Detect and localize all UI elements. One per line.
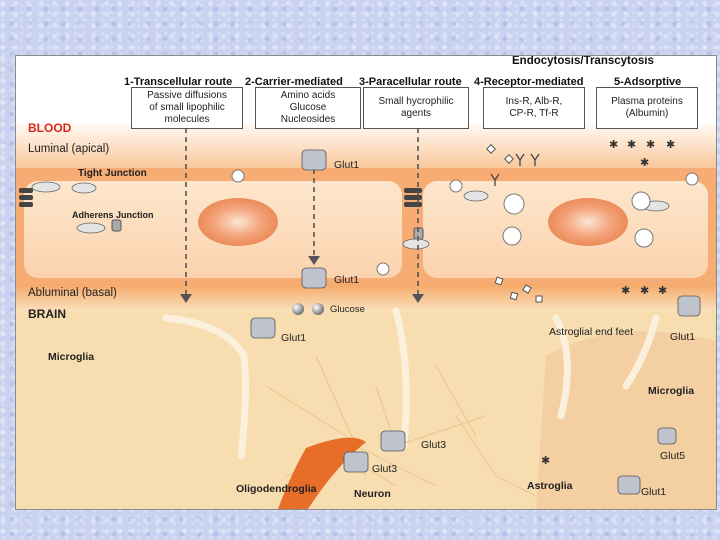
route-4-line-2: CP-R, Tf-R bbox=[509, 108, 559, 119]
svg-text:✱: ✱ bbox=[627, 138, 636, 151]
abluminal-label: Abluminal (basal) bbox=[28, 287, 117, 299]
route-1-box: Passive diffusions of small lipophilic m… bbox=[131, 87, 243, 129]
svg-text:✱: ✱ bbox=[541, 454, 550, 467]
astroglial-end-feet-label: Astroglial end feet bbox=[549, 326, 634, 338]
svg-text:✱: ✱ bbox=[646, 138, 655, 151]
glut1-top-label: Glut1 bbox=[334, 159, 360, 171]
glut1-mid-label: Glut1 bbox=[334, 274, 360, 286]
glut1-bottom-right-label: Glut1 bbox=[641, 486, 667, 498]
route-1-line-2: of small lipophilic bbox=[149, 102, 225, 113]
route-3-box: Small hycrophilic agents bbox=[363, 87, 469, 129]
svg-text:✱: ✱ bbox=[666, 138, 675, 151]
astroglia-label: Astroglia bbox=[527, 480, 573, 492]
route-5-line-2: (Albumin) bbox=[625, 108, 669, 119]
glucose-label: Glucose bbox=[330, 304, 365, 315]
svg-text:✱: ✱ bbox=[640, 284, 649, 297]
svg-text:✱: ✱ bbox=[658, 284, 667, 297]
glut1-right-label: Glut1 bbox=[670, 331, 696, 343]
route-2-line-3: Nucleosides bbox=[280, 114, 336, 125]
nucleus-left bbox=[198, 198, 278, 246]
mitochondria bbox=[31, 181, 670, 250]
glut3-a-label: Glut3 bbox=[421, 439, 447, 451]
neuron-label: Neuron bbox=[354, 488, 391, 500]
luminal-label: Luminal (apical) bbox=[28, 143, 110, 155]
route-1-line-1: Passive diffusions bbox=[147, 90, 227, 101]
route-1-title: 1-Transcellular route bbox=[124, 76, 233, 88]
route-5-title: 5-Adsorptive bbox=[614, 76, 682, 88]
route-4-title: 4-Receptor-mediated bbox=[474, 76, 584, 88]
route-2-line-1: Amino acids bbox=[280, 90, 336, 101]
microglia-left-label: Microglia bbox=[48, 351, 95, 363]
basal-membrane bbox=[16, 284, 716, 312]
glut1-bottom-label: Glut1 bbox=[281, 332, 307, 344]
route-5-box: Plasma proteins (Albumin) bbox=[596, 87, 698, 129]
route-4-line-1: Ins-R, Alb-R, bbox=[505, 96, 563, 107]
astroglia-body bbox=[536, 331, 716, 509]
route-2-title: 2-Carrier-mediated bbox=[245, 76, 343, 88]
nucleus-right bbox=[548, 198, 628, 246]
svg-text:✱: ✱ bbox=[621, 284, 630, 297]
route-1-line-3: molecules bbox=[164, 114, 210, 125]
arrow-heads bbox=[180, 256, 424, 303]
route-3-line-2: agents bbox=[400, 108, 432, 119]
route-5-line-1: Plasma proteins bbox=[611, 96, 683, 107]
tight-junction-label: Tight Junction bbox=[78, 168, 147, 179]
route-3-title: 3-Paracellular route bbox=[359, 76, 462, 88]
endocytosis-header: Endocytosis/Transcytosis bbox=[512, 55, 654, 67]
glut5-label: Glut5 bbox=[660, 450, 686, 462]
route-4-box: Ins-R, Alb-R, CP-R, Tf-R bbox=[483, 87, 585, 129]
oligodendroglia-label: Oligodendroglia bbox=[236, 483, 317, 495]
astroglial-processes bbox=[162, 307, 660, 460]
released-particles bbox=[486, 144, 543, 303]
svg-text:✱: ✱ bbox=[609, 138, 618, 151]
route-3-line-1: Small hycrophilic bbox=[378, 96, 454, 107]
svg-text:✱: ✱ bbox=[640, 156, 649, 169]
transport-arrows bbox=[185, 128, 419, 294]
glut3-b-label: Glut3 bbox=[372, 463, 398, 475]
microglia-right-label: Microglia bbox=[648, 385, 695, 397]
diagram-frame: ✱ ✱ ✱ ✱ ✱ ✱ ✱ ✱ ✱ Endocytosis/Transcytosis 1-… bbox=[15, 55, 717, 510]
receptor-ligands bbox=[490, 153, 540, 186]
brain-label: BRAIN bbox=[28, 307, 66, 321]
route-2-line-2: Glucose bbox=[289, 102, 327, 113]
albumin-particles: ✱ ✱ ✱ ✱ ✱ ✱ ✱ ✱ ✱ bbox=[541, 138, 675, 467]
route-2-box: Amino acids Glucose Nucleosides bbox=[255, 87, 361, 129]
diagram-canvas: ✱ ✱ ✱ ✱ ✱ ✱ ✱ ✱ ✱ bbox=[16, 124, 716, 509]
tight-junction-markers bbox=[19, 188, 422, 207]
adherens-junction-label: Adherens Junction bbox=[72, 210, 154, 220]
receptor-vesicles bbox=[231, 169, 699, 276]
glut-transporters bbox=[250, 149, 701, 495]
blood-label: BLOOD bbox=[28, 121, 72, 135]
